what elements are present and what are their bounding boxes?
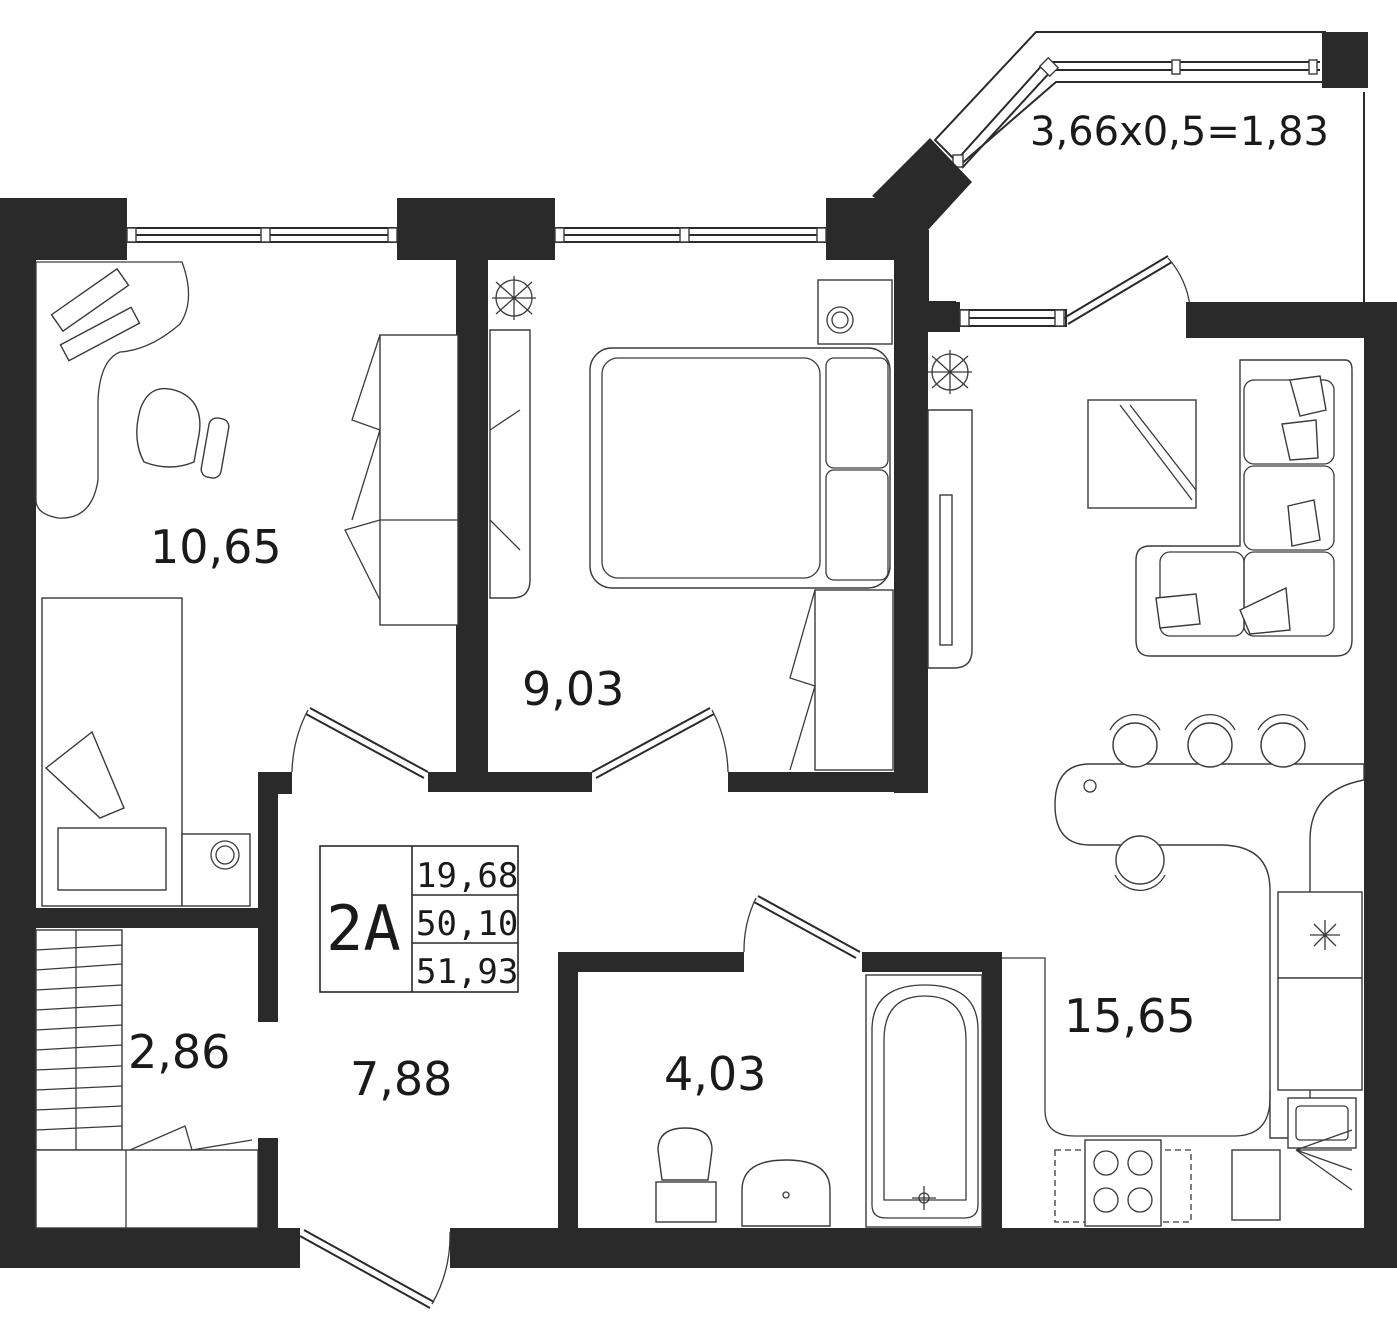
area-bedroom-left: 10,65 [150, 520, 282, 574]
room-areas: 10,65 9,03 15,65 7,88 2,86 4,03 3,66х0,5… [128, 109, 1329, 1106]
dishwasher [1231, 1149, 1281, 1221]
wardrobe [379, 334, 459, 626]
stool-2 [1187, 722, 1233, 768]
monitor [50, 267, 130, 333]
toilet [657, 1127, 713, 1181]
stool-4 [1115, 835, 1165, 885]
cooktop [1084, 1139, 1162, 1227]
keyboard [59, 306, 141, 362]
area-living-total: 19,68 [416, 856, 518, 896]
toilet-tank [655, 1181, 717, 1223]
balcony-formula: 3,66х0,5=1,83 [1030, 109, 1329, 155]
desk-curved [35, 261, 190, 519]
nightstand [181, 833, 251, 907]
storage-rack [35, 929, 123, 1151]
doors [291, 707, 861, 1309]
area-hallway: 7,88 [350, 1052, 452, 1106]
furniture-bedroom-left [35, 261, 459, 907]
balcony [872, 31, 1368, 325]
shoe-shelf [35, 1149, 259, 1229]
stool-1 [1112, 722, 1158, 768]
area-storage: 2,86 [128, 1025, 230, 1079]
stool-3 [1260, 722, 1306, 768]
balcony-corner-wall [1322, 32, 1368, 88]
furniture-bathroom [655, 974, 983, 1228]
coffee-table [1087, 399, 1197, 509]
furniture-storage [35, 929, 259, 1229]
walls [0, 198, 1397, 1268]
area-total: 50,10 [416, 904, 518, 944]
dresser [814, 589, 894, 771]
washbasin [741, 1159, 831, 1227]
office-chair [136, 387, 201, 468]
tag-frame [319, 845, 519, 993]
area-bathroom: 4,03 [664, 1047, 766, 1101]
apartment-type: 2А [326, 892, 401, 965]
area-living-kitchen: 15,65 [1064, 989, 1196, 1043]
area-total-with-balcony: 51,93 [416, 952, 518, 992]
furniture-living [927, 350, 1365, 1227]
kitchen-cabinet-2 [1277, 977, 1363, 1091]
double-bed [589, 347, 891, 589]
area-bedroom-middle: 9,03 [522, 662, 624, 716]
furniture-bedroom-middle [489, 276, 894, 771]
tv [939, 494, 953, 646]
tv-shelf [489, 329, 531, 599]
apartment-tag: 2А 19,68 50,10 51,93 [319, 845, 519, 993]
windows [126, 227, 1067, 327]
